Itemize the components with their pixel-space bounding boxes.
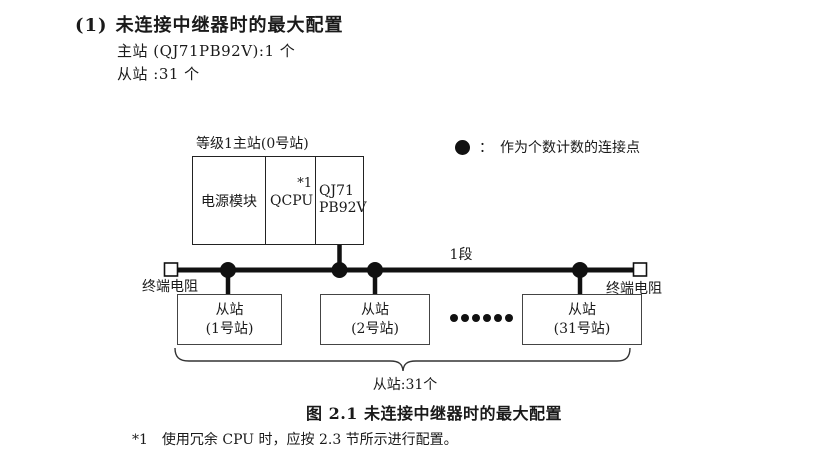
legend: ： 作为个数计数的连接点 <box>455 137 640 157</box>
power-module-label: 电源模块 <box>201 193 257 210</box>
slave31-line1: 从站 <box>568 301 596 318</box>
footnote-marker: *1 <box>132 432 148 448</box>
connection-point-dot <box>331 262 348 278</box>
cpu-cell: *1 QCPU <box>266 157 316 244</box>
slave-group-brace <box>174 347 631 372</box>
legend-text: 作为个数计数的连接点 <box>500 140 640 156</box>
terminator-square-left <box>163 262 179 277</box>
section-heading: (1) 未连接中继器时的最大配置 <box>75 11 344 37</box>
slave-count-text: 从站 :31 个 <box>117 65 200 83</box>
pb92v-line1: QJ71 <box>319 183 354 199</box>
ellipsis-dots <box>450 314 513 322</box>
master-station-label: 等级1主站(0号站) <box>196 136 309 152</box>
slave-station-box-1: 从站 (1号站) <box>177 294 282 345</box>
terminator-label-right: 终端电阻 <box>606 281 662 297</box>
terminator-square-right <box>632 262 648 277</box>
slave1-line2: (1号站) <box>205 320 254 337</box>
cpu-label: QCPU <box>270 193 314 209</box>
connection-point-legend-icon <box>455 139 470 155</box>
connection-point-dot <box>367 262 383 278</box>
slave1-line1: 从站 <box>215 301 244 318</box>
slave2-line1: 从站 <box>361 301 389 318</box>
pb92v-module-label: QJ71 PB92V <box>319 183 367 217</box>
cpu-footnote-marker: *1 <box>297 176 312 191</box>
terminator-label-left: 终端电阻 <box>142 279 198 295</box>
brace-label: 从站:31个 <box>372 377 438 393</box>
slave-station-box-31: 从站 (31号站) <box>522 294 642 345</box>
connection-point-dot <box>572 262 588 278</box>
pb92v-line2: PB92V <box>319 200 367 216</box>
footnote-text: 使用冗余 CPU 时，应按 2.3 节所示进行配置。 <box>161 432 458 448</box>
master-count-text: 主站 (QJ71PB92V):1 个 <box>117 42 296 60</box>
connection-point-dot <box>220 262 236 278</box>
section-number: (1) <box>75 15 108 36</box>
slave31-line2: (31号站) <box>553 320 611 337</box>
section-title: 未连接中继器时的最大配置 <box>115 15 344 36</box>
legend-separator: ： <box>479 140 493 156</box>
segment-label: 1段 <box>449 247 473 263</box>
pb92v-module-cell: QJ71 PB92V <box>316 157 367 244</box>
figure-caption: 图 2.1 未连接中继器时的最大配置 <box>306 404 562 423</box>
slave2-line2: (2号站) <box>351 320 399 337</box>
footnote: *1 使用冗余 CPU 时，应按 2.3 节所示进行配置。 <box>132 429 458 449</box>
master-station-box: 电源模块 *1 QCPU QJ71 PB92V <box>192 156 367 245</box>
power-module-cell: 电源模块 <box>193 157 266 244</box>
slave-station-box-2: 从站 (2号站) <box>320 294 430 345</box>
